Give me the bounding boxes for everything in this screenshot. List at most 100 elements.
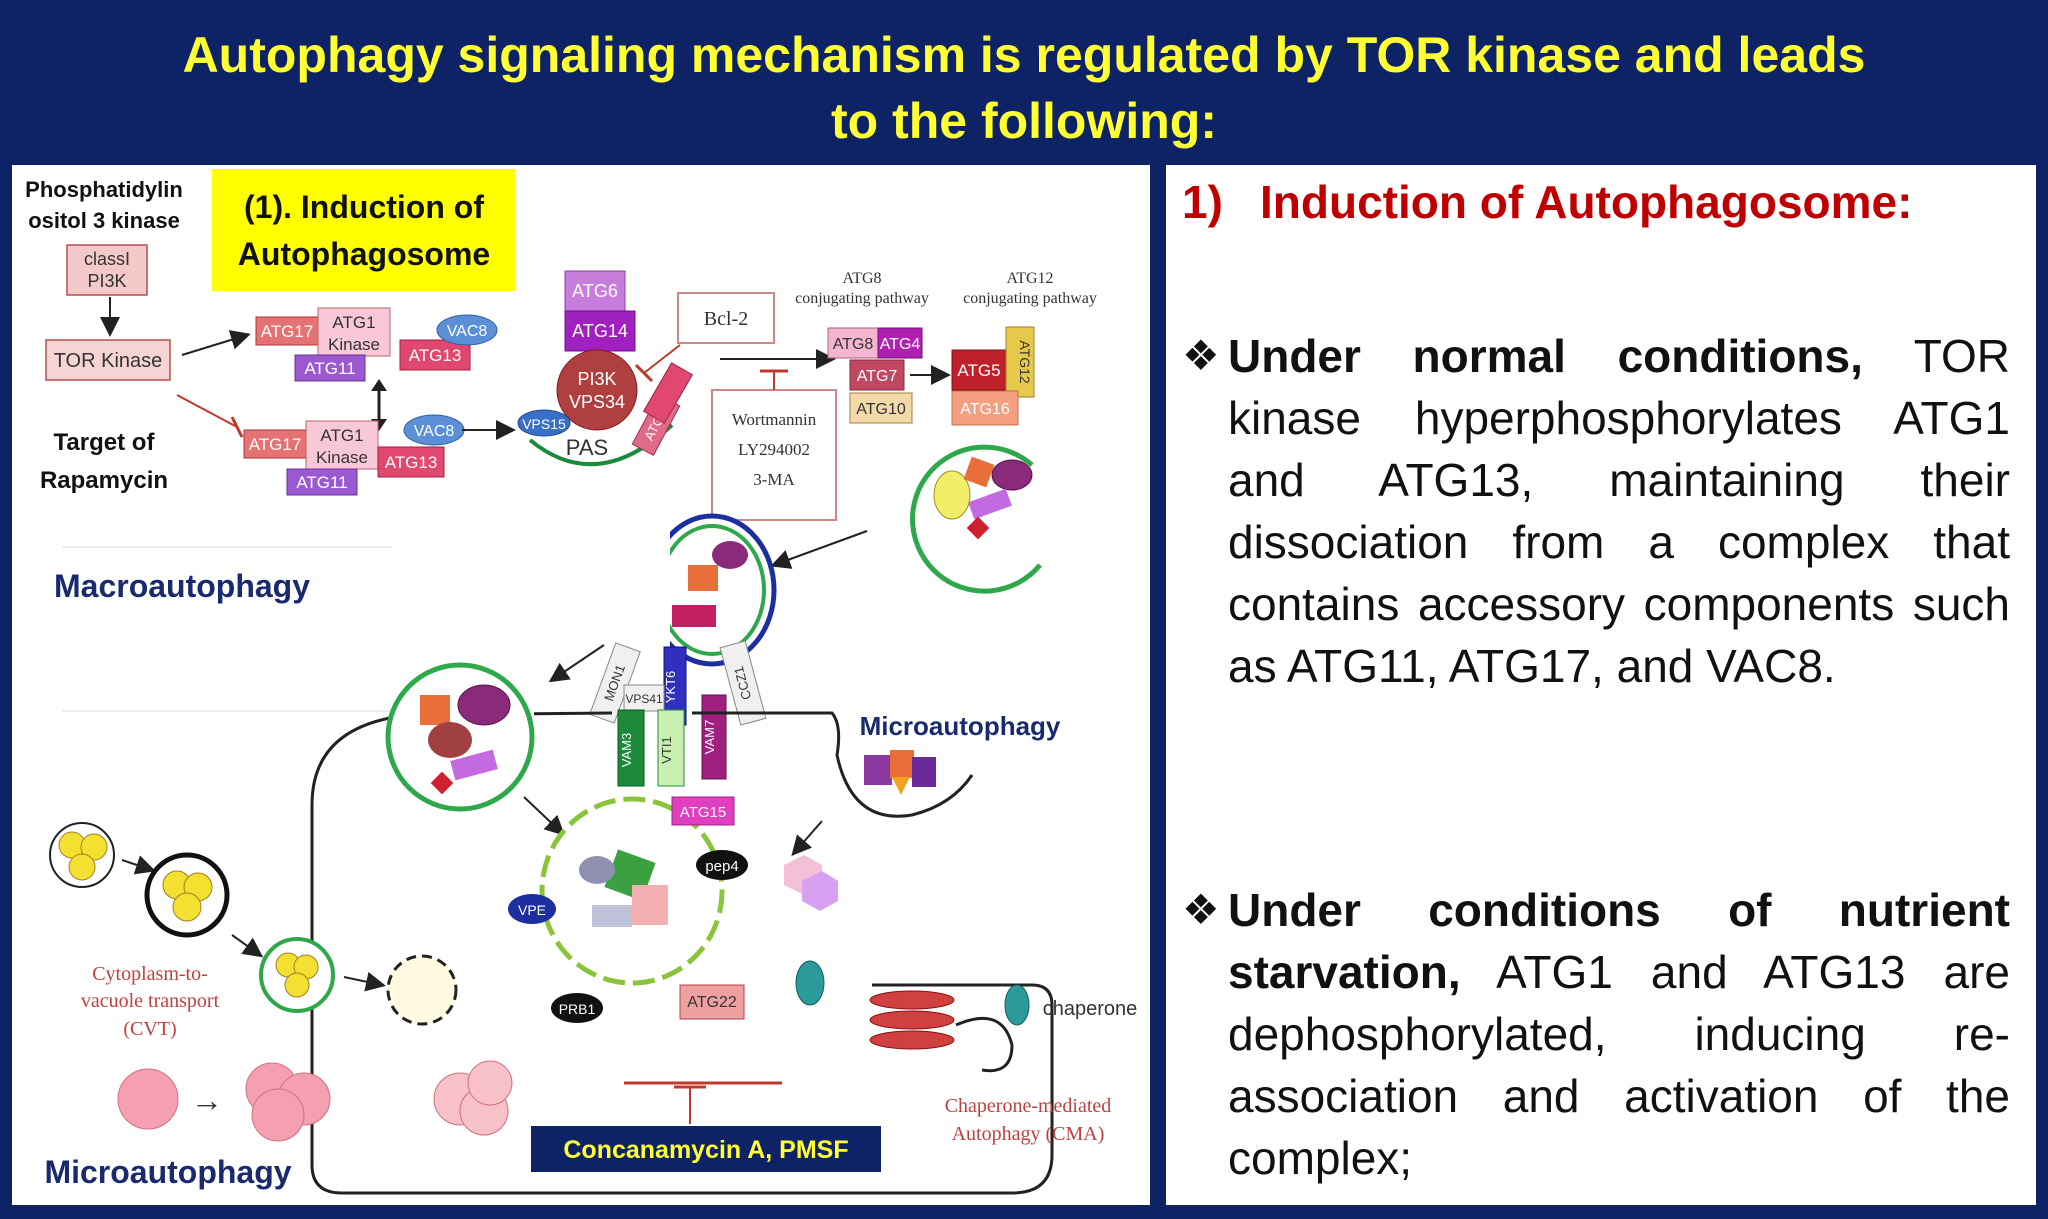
target-of-label: Target of — [54, 429, 156, 456]
bullet-starvation-conditions: ❖ Under conditions of nutrient starvatio… — [1182, 879, 2010, 1189]
vti1-label: VTI1 — [659, 736, 674, 763]
atg13-label-2: ATG13 — [385, 453, 438, 472]
atg22-box — [679, 984, 745, 1020]
atg4-label: ATG4 — [880, 336, 921, 353]
vti1-box — [657, 709, 685, 787]
atg16-label: ATG16 — [960, 401, 1010, 418]
atg7-box — [849, 359, 905, 391]
atg11-label-1: ATG11 — [304, 359, 355, 378]
concanamycin-label: Concanamycin A, PMSF — [563, 1136, 848, 1164]
vps15-label: VPS15 — [522, 416, 566, 432]
tor-kinase-label: TOR Kinase — [54, 350, 163, 372]
cvt-label-line1: Cytoplasm-to- — [92, 963, 208, 985]
pep4-label: pep4 — [705, 858, 738, 875]
classI-label: classI — [84, 249, 130, 269]
3ma-label: 3-MA — [753, 470, 795, 489]
bcl2-box — [677, 292, 775, 344]
atg13-box-2 — [377, 446, 445, 478]
atg7-label: ATG7 — [857, 368, 898, 385]
atg10-label: ATG10 — [856, 401, 906, 418]
title-line-2: to the following: — [830, 93, 1217, 149]
pi3k-label: PI3K — [87, 271, 126, 291]
inhibitor-box — [711, 389, 837, 521]
lamp2a-1 — [869, 990, 955, 1010]
atg17-label-1: ATG17 — [261, 322, 314, 341]
atg11-box-2 — [286, 468, 358, 496]
vac8-ellipse-1 — [436, 314, 498, 346]
prb1-label: PRB1 — [559, 1001, 596, 1017]
vac8-label-2: VAC8 — [414, 423, 455, 440]
pi3k-caption-line1: Phosphatidylin — [25, 177, 183, 202]
microautophagy-right-label: Microautophagy — [860, 711, 1061, 741]
cma-substrate — [955, 1016, 1014, 1073]
atg1-kinase-box-2 — [305, 420, 379, 470]
bcl2-inhibit-line — [643, 344, 681, 374]
heading-number: 1) — [1182, 176, 1223, 228]
ykt6-label: YKT6 — [663, 671, 678, 704]
autophagy-diagram-panel: Phosphatidylin ositol 3 kinase classI PI… — [12, 165, 1150, 1205]
classI-pi3k-box — [66, 244, 148, 296]
atg10-box — [849, 392, 913, 424]
atg2-box — [642, 362, 694, 424]
vam7-label: VAM7 — [702, 720, 717, 754]
cvt-label-line2: vacuole transport — [81, 990, 220, 1012]
ly294002-label: LY294002 — [738, 440, 810, 459]
concanamycin-label-box — [529, 1124, 883, 1174]
atg16-box — [951, 390, 1019, 426]
bullet-normal-conditions: ❖ Under normal conditions, TOR kinase hy… — [1182, 325, 2010, 697]
cvt-body-in-vacuole — [386, 954, 458, 1026]
atg11-label-2: ATG11 — [296, 473, 347, 492]
atg5-box — [951, 349, 1007, 391]
pi3k-vps34-circle — [556, 349, 638, 431]
rapamycin-label: Rapamycin — [40, 467, 168, 494]
atg12-box — [1005, 326, 1035, 398]
micro-membrane-blob — [117, 1068, 179, 1130]
atg17-box-1 — [255, 316, 319, 346]
prb1-ellipse — [551, 993, 603, 1023]
atg17-box-2 — [243, 429, 307, 459]
atg12-label: ATG12 — [1017, 340, 1033, 384]
arrow-tor-complex — [181, 330, 251, 356]
arrow-to-fusion — [548, 644, 605, 683]
tor-kinase-box — [45, 339, 171, 381]
inhibit-tor-complex — [176, 394, 238, 428]
cvt-label-line3: (CVT) — [123, 1018, 176, 1040]
cargo-mitochondrion — [933, 470, 971, 520]
atg5-label: ATG5 — [957, 361, 1000, 380]
atg6-box — [564, 270, 626, 312]
vam3-label: VAM3 — [619, 733, 634, 767]
cma-label-line1: Chaperone-mediated — [945, 1095, 1112, 1117]
atg1-label-1: ATG1 — [332, 313, 375, 332]
atg11-box-1 — [294, 354, 366, 382]
bullet1-text: TOR kinase hyperphosphorylates ATG1 and … — [1228, 330, 2010, 692]
diamond-bullet-icon: ❖ — [1182, 332, 1220, 379]
vps41-label: VPS41 — [625, 692, 663, 706]
atg8-label: ATG8 — [833, 336, 874, 353]
atg4-box — [877, 327, 923, 359]
atg13-box-1 — [399, 339, 471, 371]
bullet2-bold: Under conditions of nutrient starvation, — [1228, 884, 2010, 998]
atg1-kinase-box-1 — [317, 307, 391, 357]
atg8-pathway-line1: ATG8 — [842, 270, 881, 287]
induction-label-line2: Autophagosome — [238, 236, 490, 272]
vac8-label-1: VAC8 — [447, 323, 488, 340]
text-panel: 1)Induction of Autophagosome: ❖ Under no… — [1166, 165, 2036, 1205]
pep4-ellipse — [696, 850, 748, 880]
vam3-box — [617, 709, 645, 787]
atg13-label-1: ATG13 — [409, 346, 462, 365]
ccz1-box — [719, 640, 767, 726]
atg17-label-2: ATG17 — [249, 435, 302, 454]
arrow-to-vacuole — [523, 796, 565, 836]
section-heading: 1)Induction of Autophagosome: — [1182, 175, 1912, 229]
pi3k-caption-line2: ositol 3 kinase — [28, 208, 180, 233]
chaperone-label: chaperone — [1043, 998, 1138, 1020]
slide-title: Autophagy signaling mechanism is regulat… — [0, 22, 2048, 154]
atg14-label: ATG14 — [572, 321, 628, 341]
vpe-label: VPE — [518, 902, 546, 918]
vps34-label: VPS34 — [569, 392, 625, 412]
vps15-ellipse — [517, 409, 571, 437]
macroautophagy-label: Macroautophagy — [54, 568, 310, 604]
cma-label-line2: Autophagy (CMA) — [952, 1123, 1105, 1145]
bcl2-label: Bcl-2 — [704, 308, 748, 330]
atg15-label: ATG15 — [680, 804, 726, 821]
